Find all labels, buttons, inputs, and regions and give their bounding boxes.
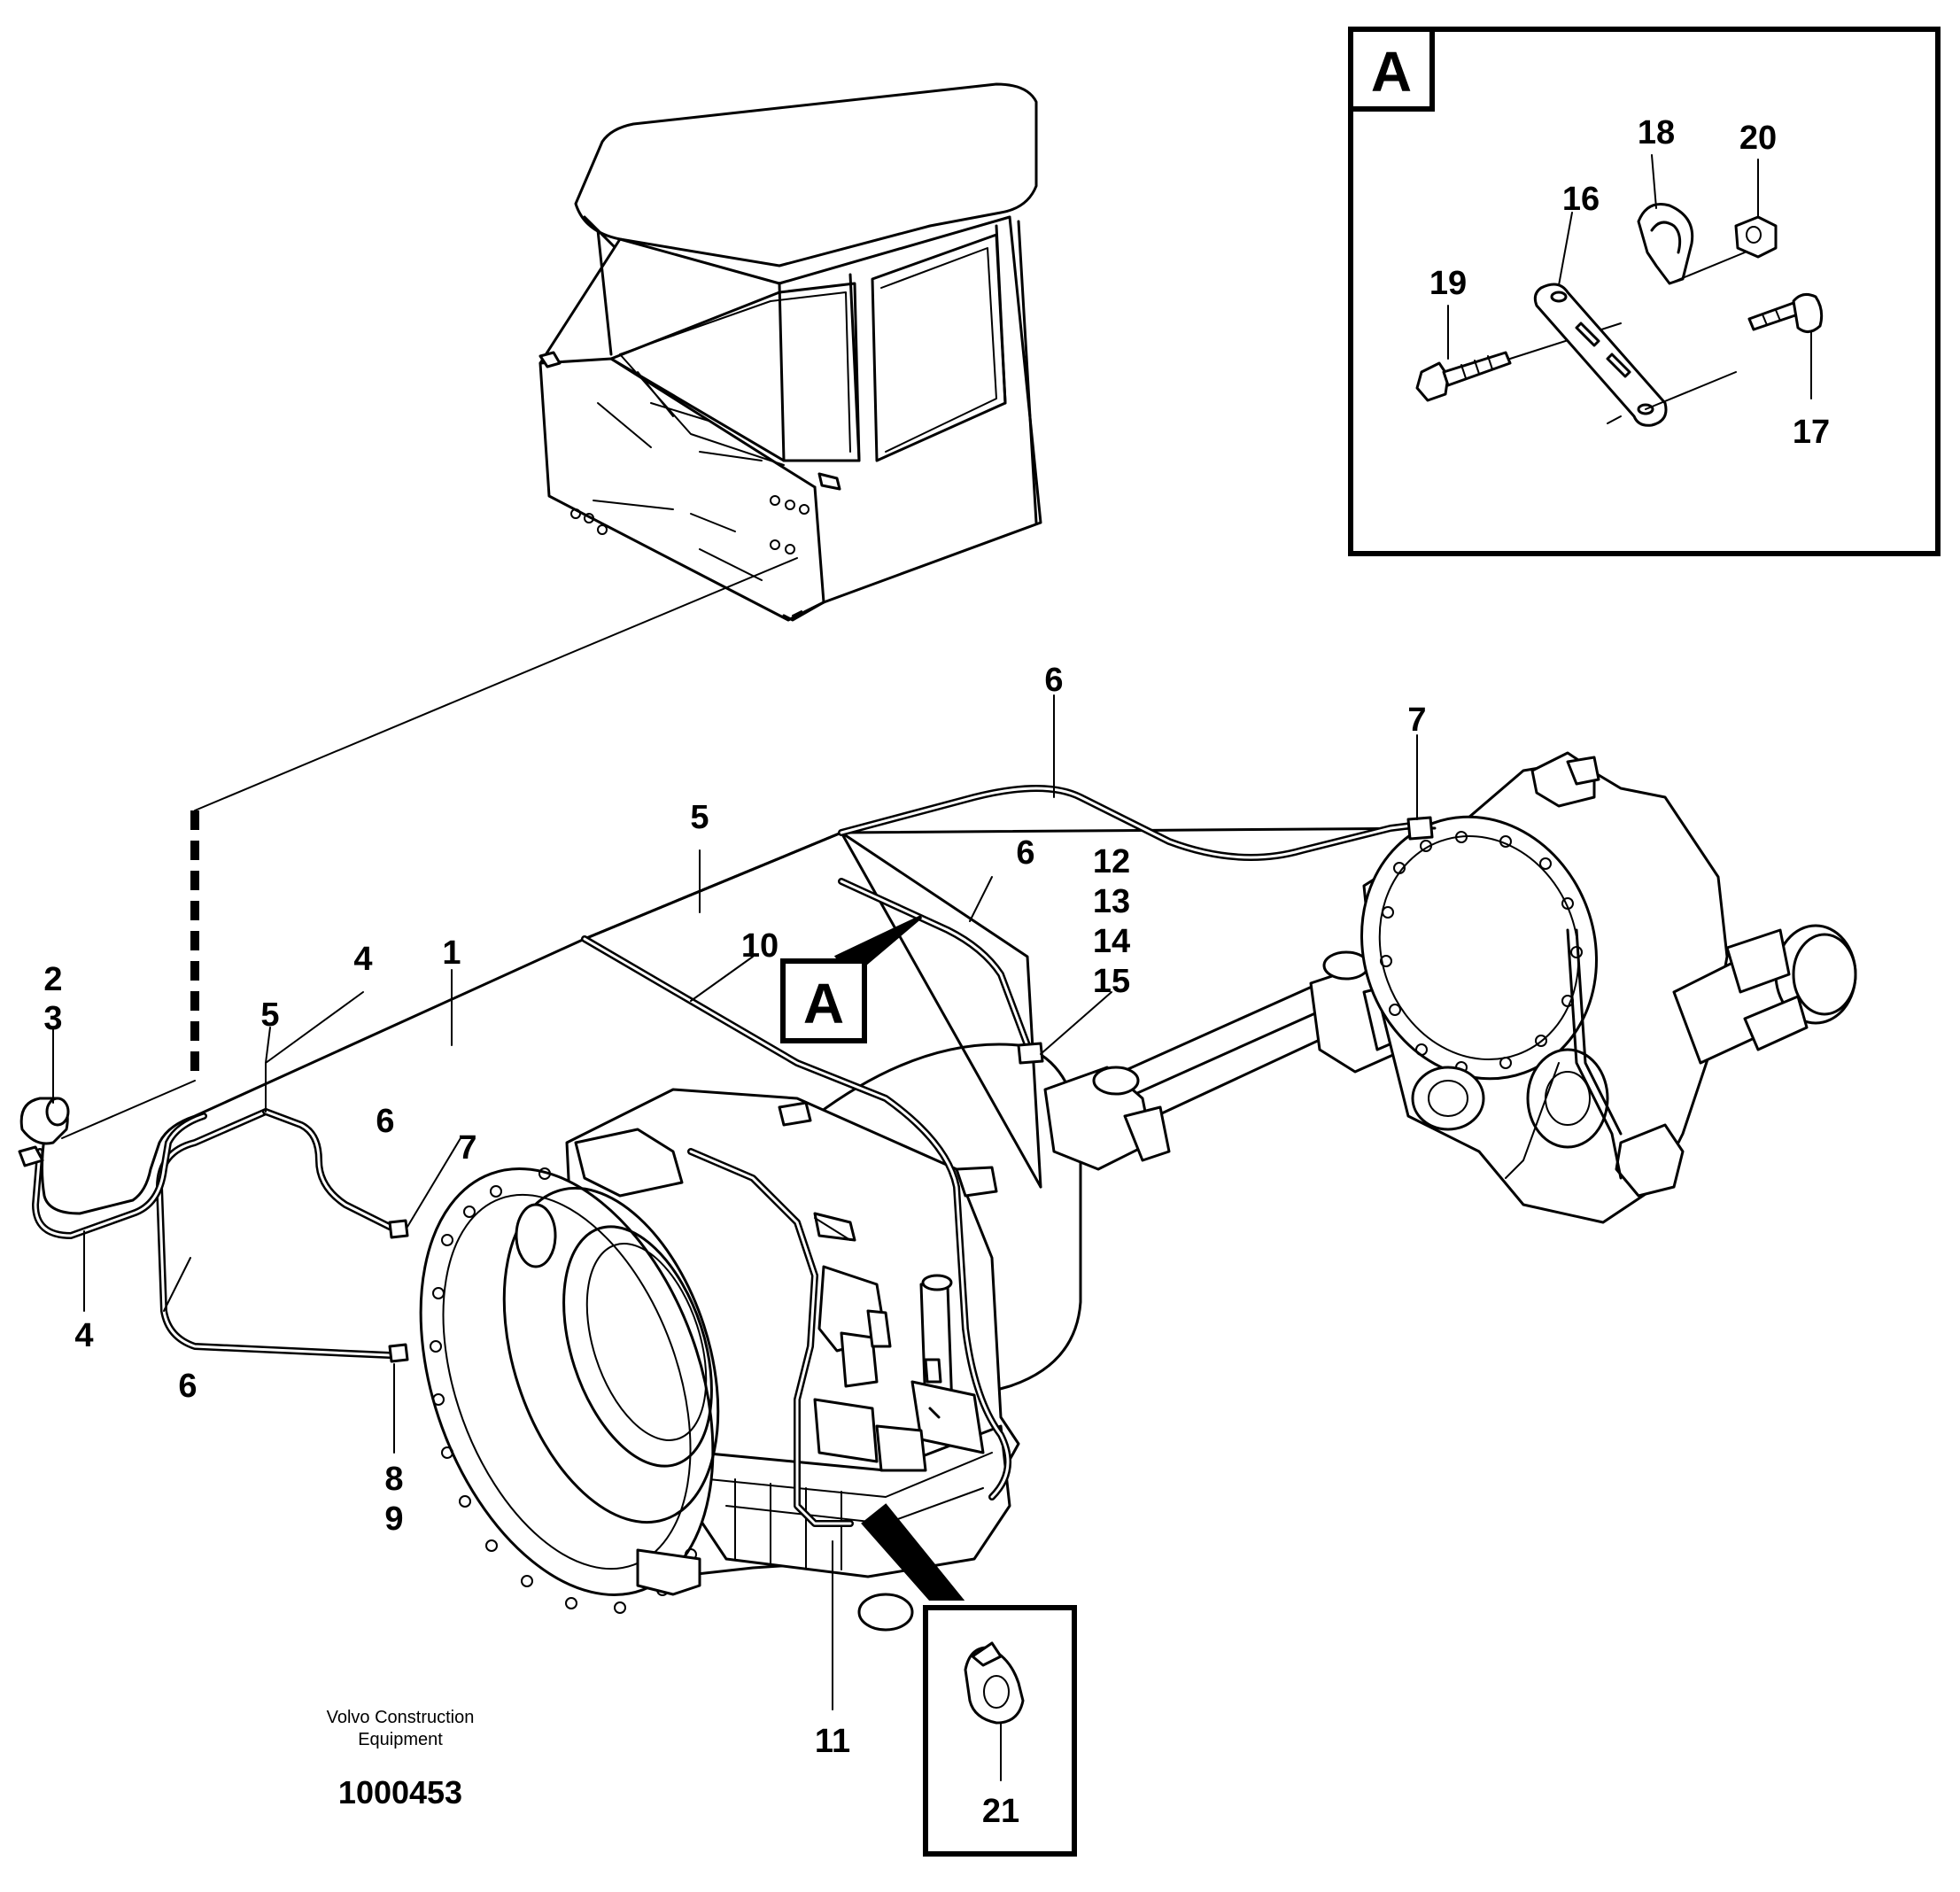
callout-8: 8 [384,1461,403,1498]
bracket-16-illustration [1533,283,1737,427]
callout-2: 2 [43,961,62,998]
drawing-number: 1000453 [338,1774,462,1811]
callout-13: 13 [1093,883,1130,920]
callout-1: 1 [442,934,461,972]
callout-19: 19 [1429,265,1467,302]
callout-18: 18 [1638,114,1675,151]
callout-3: 3 [43,1000,62,1037]
callout-6-mid: 6 [1016,834,1034,872]
detail-a-pointer: A [780,915,923,1043]
callout-4-upper: 4 [353,941,372,978]
callout-17: 17 [1793,414,1830,451]
axle-illustration [1360,751,1857,1224]
cab-leader-line-lower [61,1080,196,1139]
cab-leader-line [194,557,798,811]
callout-6-top: 6 [1044,662,1063,699]
callout-20: 20 [1739,120,1777,157]
hose-routing [18,785,1437,1527]
callout-12: 12 [1093,843,1130,880]
callout-21: 21 [982,1793,1019,1830]
callout-7-right: 7 [1407,702,1426,739]
callout-11: 11 [815,1723,850,1760]
leader-lines [52,694,1418,1710]
transmission-illustration [419,1043,1082,1632]
callout-15: 15 [1093,963,1130,1000]
callout-16: 16 [1562,181,1600,218]
callout-4-lower: 4 [74,1317,93,1354]
callout-9: 9 [384,1500,403,1538]
callout-6-left: 6 [376,1103,394,1140]
callout-7-left: 7 [458,1129,476,1167]
detail-box-label: A [1371,40,1412,104]
callout-5-top: 5 [690,799,709,836]
callout-14: 14 [1093,923,1130,960]
nut-20-illustration [1734,215,1778,259]
detail-box-a: A [1348,27,1941,556]
callout-6-bottom: 6 [178,1368,197,1405]
clip-18-illustration [1637,203,1746,285]
detail-box-clip [861,1503,1077,1857]
callout-5-left: 5 [260,996,279,1034]
cab-illustration [538,82,1042,622]
bolt-17-illustration [1747,292,1824,333]
brand-line-1: Volvo Construction [327,1708,475,1727]
footer: Volvo Construction Equipment 1000453 [327,1708,475,1811]
detail-tag-label: A [803,972,844,1035]
callout-labels: 1 2 3 4 4 5 5 6 6 6 6 7 7 8 9 10 11 12 1… [43,114,1830,1830]
brand-line-2: Equipment [358,1730,443,1749]
bolt-19-illustration [1415,322,1622,402]
callout-10: 10 [741,927,779,965]
